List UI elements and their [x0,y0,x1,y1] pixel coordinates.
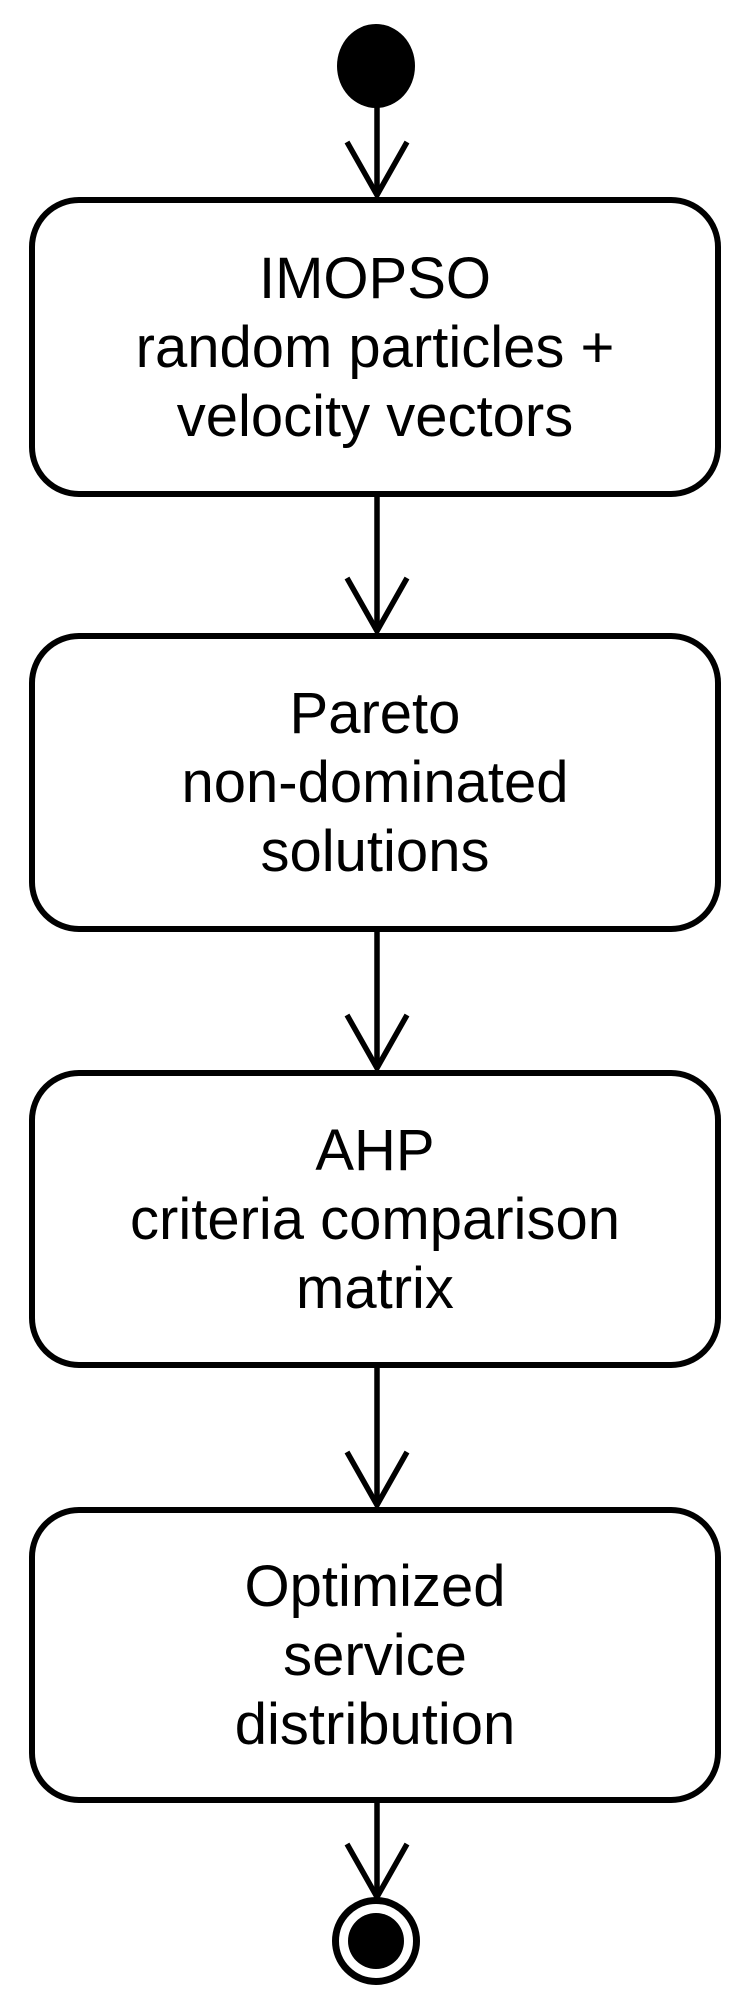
action-node-ahp: AHP criteria comparison matrix [29,1070,721,1368]
action-label-line: distribution [234,1691,516,1757]
start-node-icon [337,24,415,108]
action-label-line: AHP [315,1117,435,1183]
action-label-line: random particles + [135,314,615,380]
arrow-down-icon [344,106,410,198]
action-label-line: Optimized [244,1553,506,1619]
action-label-line: solutions [260,819,490,884]
action-node-pareto: Pareto non-dominated solutions [29,633,721,932]
action-label-line: service [283,1622,467,1688]
final-node-dot [348,1913,404,1969]
arrow-down-icon [344,497,410,634]
action-label-line: non-dominated [181,750,569,815]
action-node-imopso: IMOPSO random particles + velocity vecto… [29,197,721,497]
action-label-line: velocity vectors [176,383,574,449]
arrow-down-icon [344,1368,410,1508]
final-node-icon [332,1897,420,1985]
action-node-optimized-distribution: Optimized service distribution [29,1507,721,1803]
action-label-line: Pareto [289,681,461,746]
action-label-line: IMOPSO [258,245,492,311]
arrow-down-icon [344,1803,410,1900]
arrow-down-icon [344,932,410,1071]
action-label-line: criteria comparison [130,1186,620,1252]
action-label-line: matrix [296,1255,454,1321]
